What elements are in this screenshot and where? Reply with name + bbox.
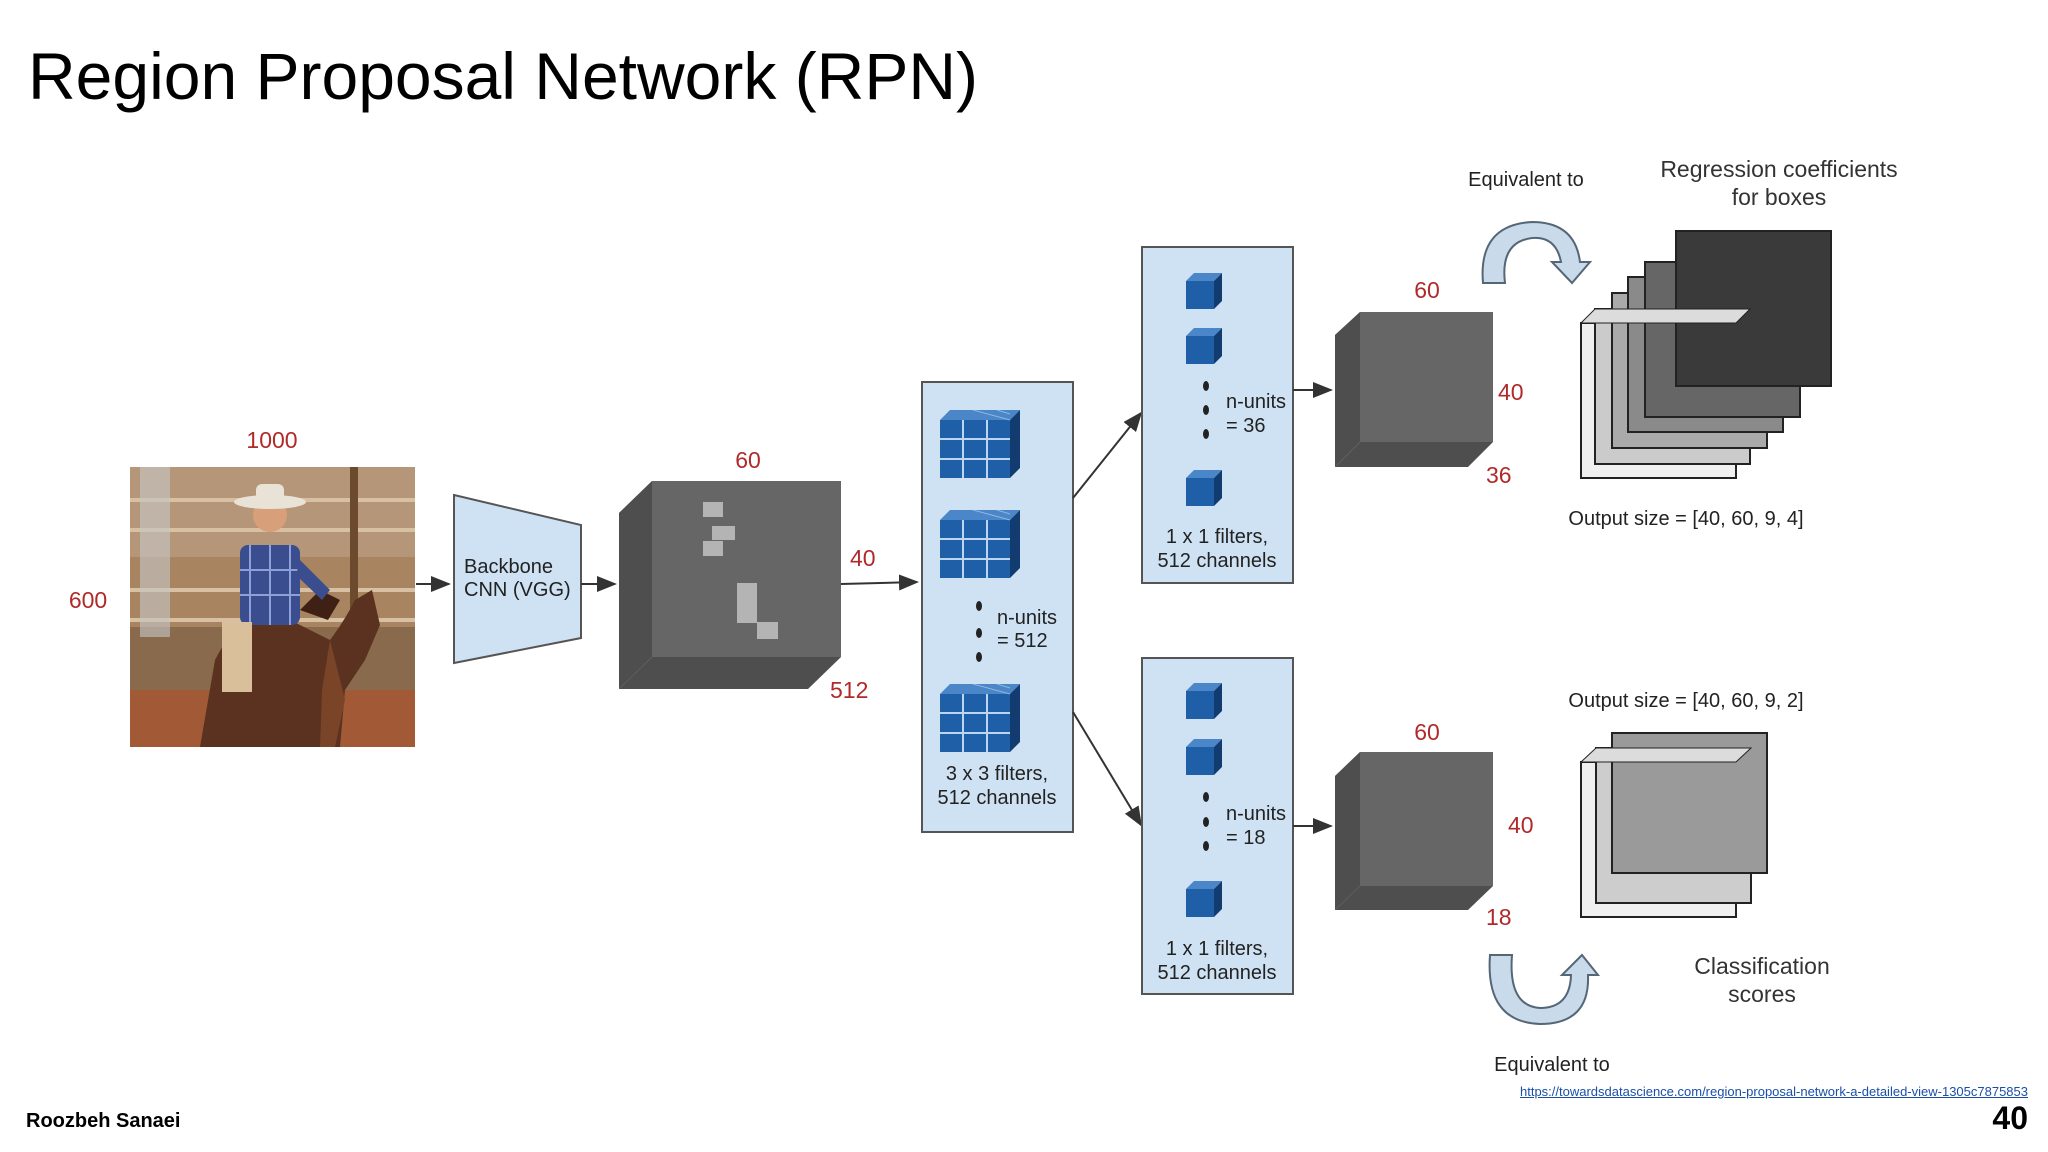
conv3x3-units-line2: = 512: [997, 630, 1048, 652]
cls-result-line1: Classification: [1694, 953, 1830, 979]
cls-out-height-label: 40: [1508, 812, 1534, 838]
reg-units-line1: n-units: [1226, 391, 1286, 413]
cls-caption-line1: 1 x 1 filters,: [1166, 938, 1268, 960]
source-link[interactable]: https://towardsdatascience.com/region-pr…: [1519, 1084, 2028, 1099]
filter-cube-1x1: [1186, 683, 1222, 719]
backbone-label-line2: CNN (VGG): [464, 579, 571, 601]
reg-equivalent-label: Equivalent to: [1468, 169, 1584, 191]
backbone-block: [453, 493, 582, 665]
ellipsis-dots: [976, 601, 982, 662]
cls-result-line2: scores: [1728, 981, 1796, 1007]
reg-caption-line2: 512 channels: [1158, 550, 1277, 572]
ellipsis-dots: [1203, 792, 1209, 851]
cls-out-width-label: 60: [1414, 719, 1440, 745]
cls-units-line1: n-units: [1226, 803, 1286, 825]
input-image: [130, 467, 415, 747]
conv3x3-units-line1: n-units: [997, 607, 1057, 629]
cls-units-line2: = 18: [1226, 827, 1265, 849]
input-width-label: 1000: [246, 427, 297, 453]
conv3x3-caption-line1: 3 x 3 filters,: [946, 763, 1048, 785]
feature-map-width-label: 60: [735, 447, 761, 473]
filter-cube-1x1: [1186, 881, 1222, 917]
filter-cube-1x1: [1186, 328, 1222, 364]
curved-arrow-icon: [1481, 220, 1593, 285]
conv3x3-caption-line2: 512 channels: [938, 787, 1057, 809]
curved-arrow-icon: [1488, 953, 1601, 1026]
cls-output-block: [1335, 752, 1493, 910]
feature-map-depth-label: 512: [830, 677, 868, 703]
backbone-label-line1: Backbone: [464, 556, 553, 578]
arrow-to-conv3x3: [840, 574, 919, 591]
reg-output-size: Output size = [40, 60, 9, 4]: [1568, 508, 1803, 530]
reg-output-block: [1335, 312, 1493, 467]
reg-out-height-label: 40: [1498, 379, 1524, 405]
filter-cube-1x1: [1186, 470, 1222, 506]
reg-units-line2: = 36: [1226, 415, 1265, 437]
reg-result-line2: for boxes: [1732, 184, 1827, 210]
cls-out-depth-label: 18: [1486, 904, 1512, 930]
ellipsis-dots: [1203, 381, 1209, 439]
reg-out-depth-label: 36: [1486, 462, 1512, 488]
reg-caption-line1: 1 x 1 filters,: [1166, 526, 1268, 548]
reg-out-width-label: 60: [1414, 277, 1440, 303]
reg-anchor-stack: [1579, 230, 1832, 479]
cls-anchor-stack: [1579, 732, 1768, 918]
cls-equivalent-label: Equivalent to: [1494, 1054, 1610, 1076]
arrow-to-reg-branch: [1072, 411, 1143, 499]
reg-result-line1: Regression coefficients: [1660, 156, 1897, 182]
feature-map: [619, 481, 841, 689]
filter-cube-1x1: [1186, 739, 1222, 775]
page-number: 40: [1992, 1100, 2028, 1136]
slide-title: Region Proposal Network (RPN): [28, 39, 979, 113]
filter-cube-1x1: [1186, 273, 1222, 309]
input-height-label: 600: [69, 587, 107, 613]
author-name: Roozbeh Sanaei: [26, 1110, 181, 1132]
filter-cube-3x3: [939, 509, 1021, 579]
cls-caption-line2: 512 channels: [1158, 962, 1277, 984]
cls-output-size: Output size = [40, 60, 9, 2]: [1568, 690, 1803, 712]
arrow-to-cls-branch: [1072, 711, 1143, 827]
filter-cube-3x3: [939, 683, 1021, 753]
filter-cube-3x3: [939, 409, 1021, 479]
feature-map-height-label: 40: [850, 545, 876, 571]
